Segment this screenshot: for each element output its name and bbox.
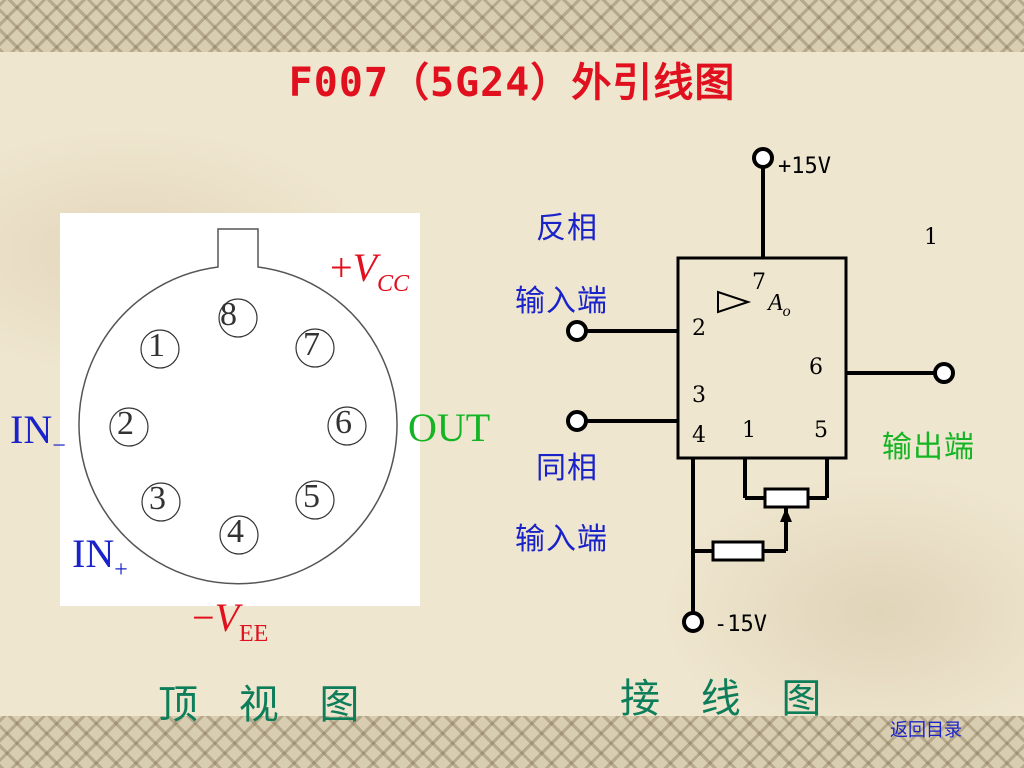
resistor xyxy=(711,540,765,562)
in-plus-label: IN+ xyxy=(72,531,128,583)
pin-1-circle xyxy=(140,329,180,369)
ao-label: Ao xyxy=(768,290,791,320)
out-label: OUT xyxy=(408,405,491,450)
terminal-inverting xyxy=(566,320,588,342)
plus15-label: +15V xyxy=(778,154,831,179)
opamp-symbol-icon xyxy=(717,290,752,314)
box-pin-7: 7 xyxy=(752,270,766,295)
vcc-label: +VCC xyxy=(330,245,410,297)
terminal-plus15 xyxy=(752,147,774,169)
pin-1-label: 1 xyxy=(148,327,165,364)
pin-5-label: 5 xyxy=(303,478,320,515)
inverting-label-line1: 反相 xyxy=(536,211,598,246)
package-outline xyxy=(78,228,398,585)
box-pin-5: 5 xyxy=(814,418,828,443)
wiring-lines xyxy=(585,168,935,612)
box-pin-2: 2 xyxy=(692,316,706,341)
terminal-noninverting xyxy=(566,410,588,432)
minus15-label: -15V xyxy=(714,612,767,637)
in-minus-label: IN− xyxy=(10,407,66,459)
pin-4-circle xyxy=(219,515,259,555)
terminal-minus15 xyxy=(682,611,704,633)
pin-2-label: 2 xyxy=(117,405,134,442)
wiring-caption: 接 线 图 xyxy=(620,676,836,722)
pot-wiper-arrow xyxy=(780,508,792,522)
pin-2-circle xyxy=(109,407,149,447)
stray-number: 1 xyxy=(924,225,938,250)
box-pin-3: 3 xyxy=(692,383,706,408)
pin-6-label: 6 xyxy=(335,404,352,441)
terminal-output xyxy=(933,362,955,384)
back-to-contents-link[interactable]: 返回目录 xyxy=(890,720,962,741)
pin-3-circle xyxy=(141,482,181,522)
slide-title: F007（5G24）外引线图 xyxy=(288,60,736,106)
output-label: 输出端 xyxy=(882,430,975,465)
pin-8-circle xyxy=(218,298,258,338)
inverting-label-line2: 输入端 xyxy=(515,284,608,319)
top-view-panel xyxy=(60,213,420,606)
top-border xyxy=(0,0,1024,52)
pin-7-label: 7 xyxy=(303,326,320,363)
bottom-border xyxy=(0,716,1024,768)
box-pin-4: 4 xyxy=(692,423,706,448)
vee-label: −VEE xyxy=(192,595,269,647)
potentiometer xyxy=(763,487,810,509)
noninverting-label-line1: 同相 xyxy=(536,451,598,486)
noninverting-label-line2: 输入端 xyxy=(515,522,608,557)
pin-7-circle xyxy=(295,328,335,368)
pin-8-label: 8 xyxy=(220,296,237,333)
box-pin-1: 1 xyxy=(742,418,756,443)
pin-4-label: 4 xyxy=(227,513,244,550)
pin-6-circle xyxy=(327,406,367,446)
top-view-caption: 顶 视 图 xyxy=(158,682,374,728)
pin-5-circle xyxy=(295,480,335,520)
pin-3-label: 3 xyxy=(149,480,166,517)
box-pin-6: 6 xyxy=(809,355,823,380)
